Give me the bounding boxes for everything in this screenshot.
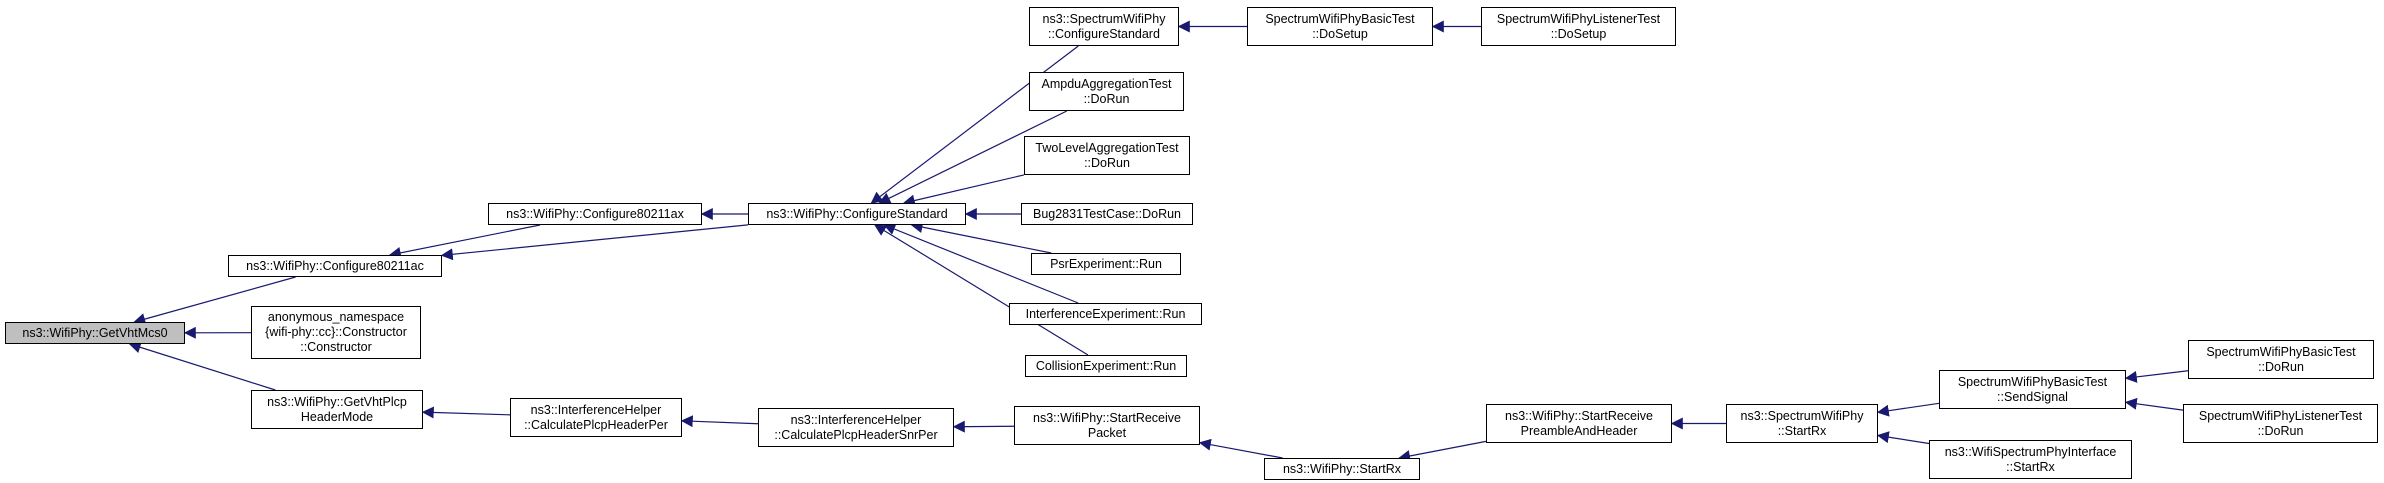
- node-ampdu-dorun[interactable]: AmpduAggregationTest ::DoRun: [1029, 72, 1184, 111]
- edge-ampdu_dorun-to-configurestandard: [878, 110, 1068, 204]
- node-startreceivepreamble[interactable]: ns3::WifiPhy::StartReceive PreambleAndHe…: [1486, 404, 1672, 443]
- edge-twolevel_dorun-to-configurestandard: [902, 174, 1025, 207]
- edge-configure80211ax-to-configure80211ac: [388, 224, 541, 259]
- node-getvhtmcs0: ns3::WifiPhy::GetVhtMcs0: [5, 322, 185, 344]
- node-spectrumbasic-dorun[interactable]: SpectrumWifiPhyBasicTest ::DoRun: [2188, 340, 2374, 379]
- node-spectrumlistener-dosetup[interactable]: SpectrumWifiPhyListenerTest ::DoSetup: [1481, 7, 1676, 46]
- node-psr-run[interactable]: PsrExperiment::Run: [1031, 253, 1181, 275]
- edge-getvhtplcpheadermode-to-getvhtmcs0: [128, 341, 276, 391]
- edge-interference_run-to-configurestandard: [883, 223, 1079, 304]
- edge-calculateplcpheaderper-to-getvhtplcpheadermode: [421, 406, 511, 419]
- edge-calculateplcpheadersnrper-to-calculateplcpheaderper: [680, 415, 759, 428]
- node-anonymous-constructor[interactable]: anonymous_namespace {wifi-phy::cc}::Cons…: [251, 306, 421, 359]
- edge-interface_startrx-to-spectrum_startrx: [1876, 431, 1930, 445]
- node-calculateplcpheaderper[interactable]: ns3::InterferenceHelper ::CalculatePlcpH…: [510, 398, 682, 437]
- edge-configure80211ac-to-getvhtmcs0: [133, 276, 296, 325]
- node-collision-run[interactable]: CollisionExperiment::Run: [1025, 355, 1187, 377]
- node-spectrum-configurestandard[interactable]: ns3::SpectrumWifiPhy ::ConfigureStandard: [1029, 7, 1179, 46]
- node-calculateplcpheadersnrper[interactable]: ns3::InterferenceHelper ::CalculatePlcpH…: [758, 408, 954, 447]
- node-wifiphy-startrx[interactable]: ns3::WifiPhy::StartRx: [1264, 458, 1420, 480]
- edge-spectrumbasic_dorun-to-sendsignal: [2124, 370, 2189, 383]
- node-twolevel-dorun[interactable]: TwoLevelAggregationTest ::DoRun: [1024, 136, 1190, 175]
- node-spectrumlistener-dorun[interactable]: SpectrumWifiPhyListenerTest ::DoRun: [2183, 404, 2378, 443]
- node-configure80211ac[interactable]: ns3::WifiPhy::Configure80211ac: [228, 255, 442, 277]
- node-spectrum-startrx[interactable]: ns3::SpectrumWifiPhy ::StartRx: [1726, 404, 1878, 443]
- edge-wifiphy_startrx-to-startreceivepacket: [1198, 438, 1283, 459]
- edge-sendsignal-to-spectrum_startrx: [1876, 402, 1940, 417]
- node-spectrumbasic-dosetup[interactable]: SpectrumWifiPhyBasicTest ::DoSetup: [1247, 7, 1433, 46]
- node-getvhtplcpheadermode[interactable]: ns3::WifiPhy::GetVhtPlcp HeaderMode: [251, 390, 423, 429]
- edge-startreceivepreamble-to-wifiphy_startrx: [1398, 440, 1487, 462]
- node-bug2831-dorun[interactable]: Bug2831TestCase::DoRun: [1021, 203, 1193, 225]
- node-startreceivepacket[interactable]: ns3::WifiPhy::StartReceive Packet: [1014, 406, 1200, 445]
- edge-psr_run-to-configurestandard: [910, 221, 1052, 254]
- edge-spectrumlistener_dorun-to-sendsignal: [2124, 397, 2184, 411]
- node-configurestandard[interactable]: ns3::WifiPhy::ConfigureStandard: [748, 203, 966, 225]
- node-interference-run[interactable]: InterferenceExperiment::Run: [1009, 303, 1202, 325]
- edge-collision_run-to-configurestandard: [873, 224, 1089, 356]
- node-configure80211ax[interactable]: ns3::WifiPhy::Configure80211ax: [488, 203, 702, 225]
- node-sendsignal[interactable]: SpectrumWifiPhyBasicTest ::SendSignal: [1939, 370, 2126, 409]
- node-interface-startrx[interactable]: ns3::WifiSpectrumPhyInterface ::StartRx: [1929, 440, 2132, 479]
- edge-configurestandard-to-configure80211ac: [440, 224, 749, 261]
